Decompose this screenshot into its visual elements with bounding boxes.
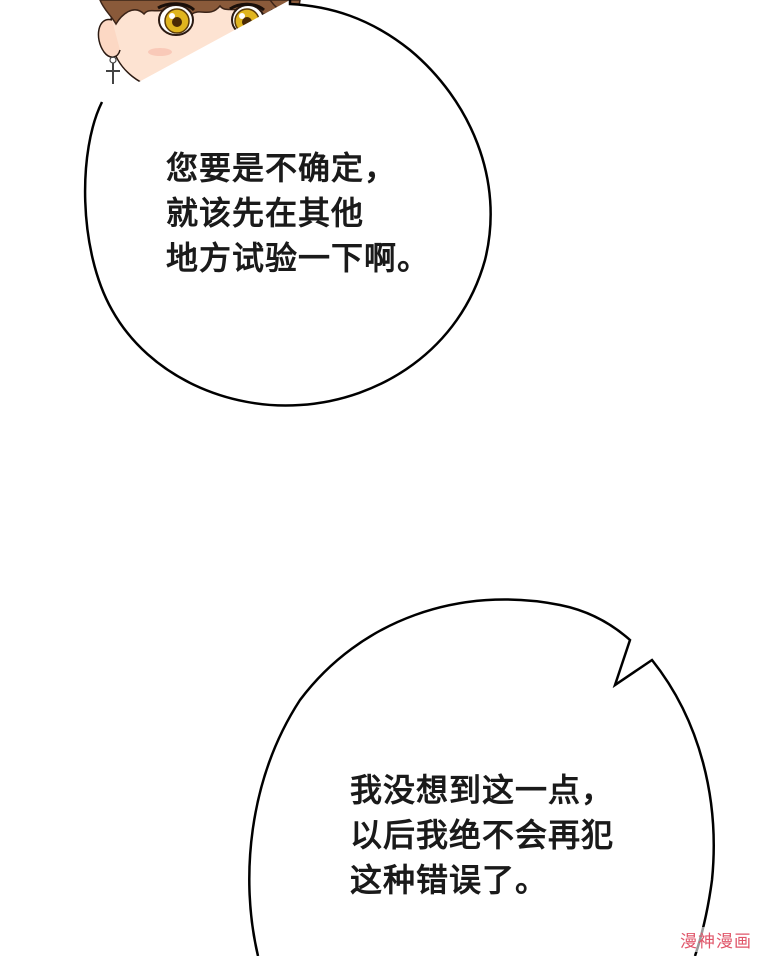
speech-text-1: 您要是不确定， 就该先在其他 地方试验一下啊。 [166, 146, 430, 281]
speech-bubble-1 [83, 0, 492, 407]
speech-line: 这种错误了。 [350, 861, 549, 899]
speech-bubble-2 [248, 598, 715, 956]
speech-line: 就该先在其他 [166, 194, 365, 232]
speech-line: 您要是不确定， [166, 149, 398, 187]
speech-line: 我没想到这一点， [350, 771, 615, 809]
speech-line: 以后我绝不会再犯 [350, 816, 615, 854]
speech-line: 地方试验一下啊。 [166, 239, 431, 277]
watermark: 漫神漫画 [678, 927, 754, 952]
speech-text-2: 我没想到这一点， 以后我绝不会再犯 这种错误了。 [350, 768, 614, 903]
cross-earring-icon [106, 56, 120, 84]
